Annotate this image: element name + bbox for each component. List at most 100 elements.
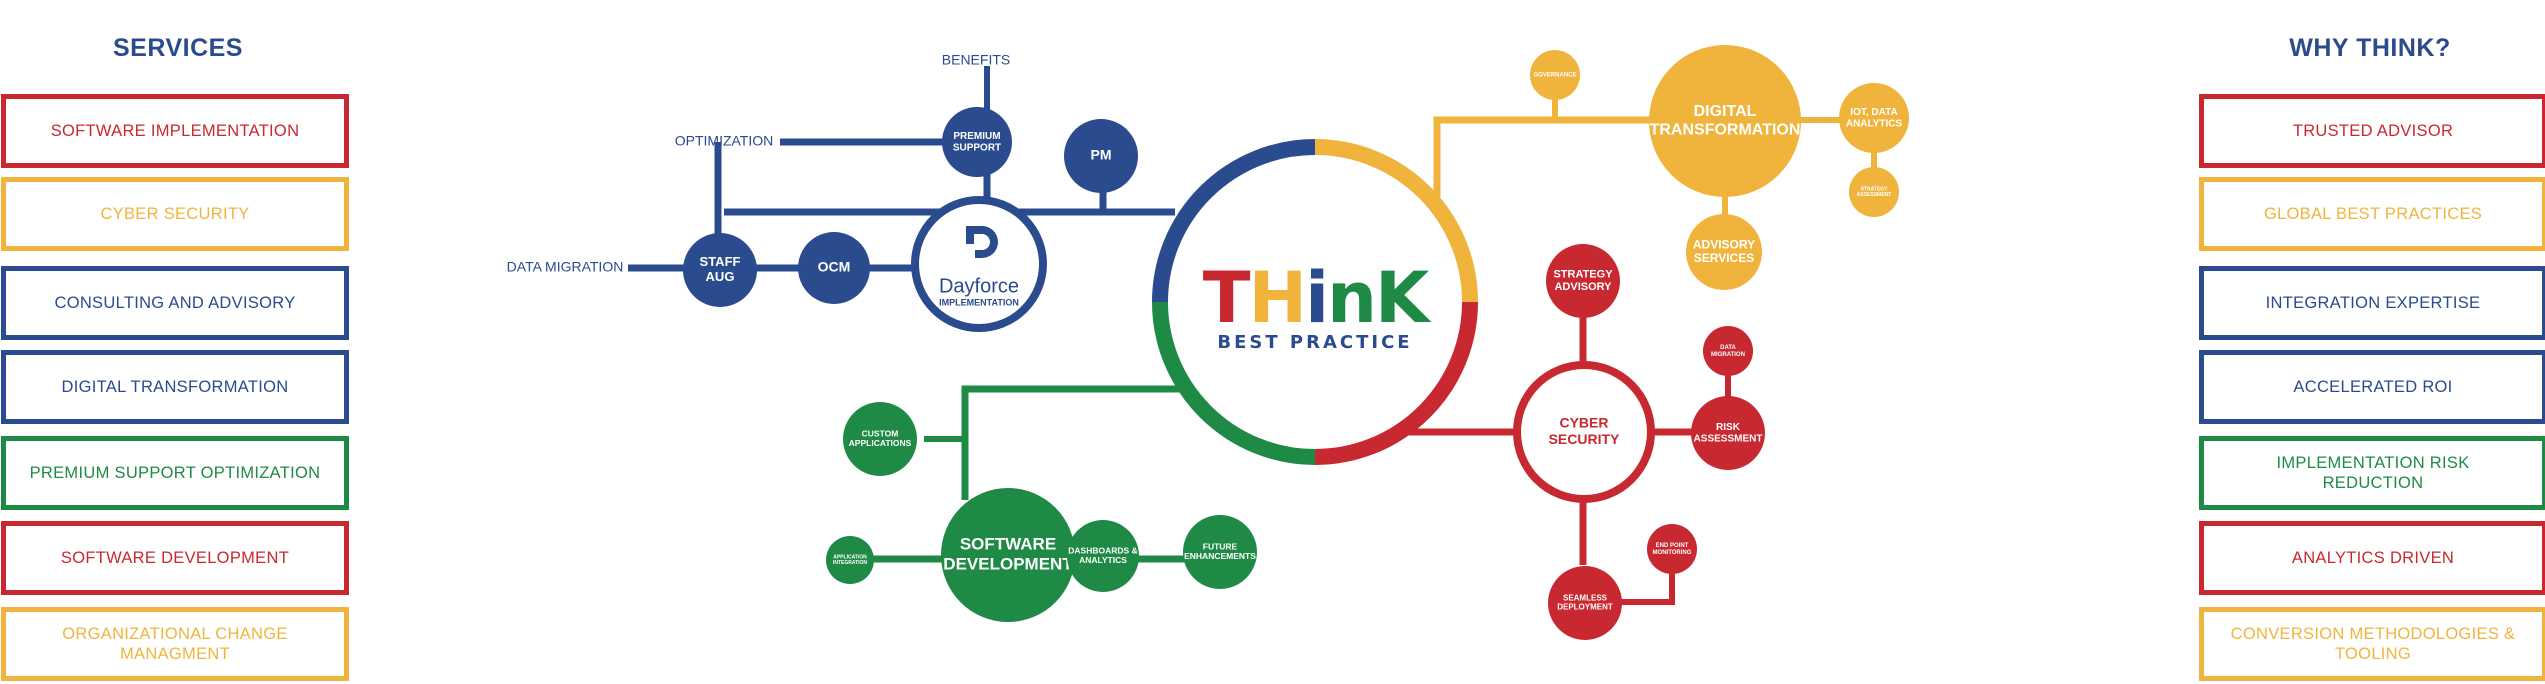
ocm-node [798,232,870,304]
service-box: SOFTWARE IMPLEMENTATION [1,94,349,168]
staff-aug-node-label: STAFF [700,254,741,269]
digital-transformation-node [1649,45,1801,197]
iot-analytics-node-label: ANALYTICS [1846,118,1903,129]
digital-transformation-node-label: TRANSFORMATION [1650,121,1801,138]
digital-transformation-node-label: DIGITAL [1694,103,1757,120]
service-box: CYBER SECURITY [1,177,349,251]
why-think-label: CONVERSION METHODOLOGIES & TOOLING [2230,625,2516,663]
seamless-deployment-node-label: SEAMLESS [1563,594,1608,603]
premium-support-node-label: PREMIUM [953,131,1000,142]
logo-letter: H [1248,257,1308,339]
pm-node-label: PM [1091,147,1112,163]
premium-support-node [942,107,1012,177]
premium-support-node-label: SUPPORT [953,142,1001,153]
why-think-box: ACCELERATED ROI [2199,350,2545,424]
service-box: DIGITAL TRANSFORMATION [1,350,349,424]
software-development-node-label: SOFTWARE [960,535,1056,554]
cyber-security-node [1513,361,1655,503]
optimization-label: OPTIMIZATION [675,133,774,149]
data-migration-label: DATA MIGRATION [507,259,624,275]
logo-letter: T [1202,257,1251,339]
software-development-node [941,488,1075,622]
end-point-monitoring-node-label: END POINT [1656,543,1689,549]
why-think-label: GLOBAL BEST PRACTICES [2263,205,2483,223]
risk-assessment-node [1691,396,1765,470]
service-box: SOFTWARE DEVELOPMENT [1,521,349,595]
ring-arc-green [1152,301,1316,465]
service-label: DIGITAL TRANSFORMATION [61,378,289,396]
dashboards-analytics-node-label: DASHBOARDS & [1068,545,1137,555]
advisory-services-node-label: SERVICES [1694,251,1754,265]
risk-assessment-node-label: ASSESSMENT [1694,433,1763,444]
risk-assessment-node-label: RISK [1716,422,1741,433]
end-point-monitoring-node [1647,524,1697,574]
dashboards-analytics-node [1067,520,1139,592]
staff-aug-node [683,233,757,307]
future-enhancements-node-label: FUTURE [1203,541,1238,551]
strategy-advisory-node-label: STRATEGY [1553,269,1613,281]
application-integration-node-label: APPLICATION [833,554,867,560]
why-think-box: IMPLEMENTATION RISK REDUCTION [2199,436,2545,510]
strategy-advisory-node-label: ADVISORY [1554,281,1612,293]
data-migration-red-node-label: DATA [1720,345,1736,351]
cyber-security-node-label: SECURITY [1549,431,1620,447]
custom-applications-node-label: APPLICATIONS [849,438,912,448]
iot-analytics-node [1839,83,1909,153]
why-think-label: ACCELERATED ROI [2293,378,2453,396]
strategy-assessment-node-label: ASSESSMENT [1857,192,1891,198]
why-think-box: GLOBAL BEST PRACTICES [2199,177,2545,251]
why-think-box: CONVERSION METHODOLOGIES & TOOLING [2199,607,2545,681]
ring-arc-red [1314,301,1478,465]
custom-applications-node-label: CUSTOM [862,428,899,438]
cyber-security-node-label: CYBER [1559,415,1608,431]
why-think-label: INTEGRATION EXPERTISE [2265,294,2481,312]
pm-node [1064,119,1138,193]
logo-letter: n [1327,257,1377,339]
logo-letter: K [1374,257,1429,339]
why-think-box: ANALYTICS DRIVEN [2199,521,2545,595]
dayforce-logo-icon [966,226,998,258]
strategy-assessment-node-label: STRATEGY [1861,186,1889,192]
ocm-node-label: OCM [818,259,851,275]
application-integration-node-label: INTEGRATION [833,560,867,566]
service-box: ORGANIZATIONAL CHANGE MANAGMENT [1,607,349,681]
service-label: ORGANIZATIONAL CHANGE MANAGMENT [62,625,288,663]
center-ring [1152,139,1478,465]
connector-digital [1433,116,1725,197]
why-think-title: WHY THINK? [2289,34,2451,62]
service-box: CONSULTING AND ADVISORY [1,266,349,340]
seamless-deployment-node [1548,566,1622,640]
advisory-services-node-label: ADVISORY [1693,237,1755,251]
service-label: PREMIUM SUPPORT OPTIMIZATION [29,464,321,482]
why-think-label: TRUSTED ADVISOR [2292,122,2454,140]
ring-arc-yellow [1314,139,1478,303]
dayforce-sub-label: IMPLEMENTATION [939,297,1019,307]
future-enhancements-node [1183,515,1257,589]
services-title: SERVICES [113,34,243,62]
governance-node [1530,50,1580,100]
why-think-label: IMPLEMENTATION RISK REDUCTION [2276,454,2470,492]
why-think-label: ANALYTICS DRIVEN [2291,549,2455,567]
future-enhancements-node-label: ENHANCEMENTS [1184,551,1256,561]
service-label: SOFTWARE IMPLEMENTATION [50,122,300,140]
dashboards-analytics-node-label: ANALYTICS [1079,555,1127,565]
seamless-deployment-node-label: DEPLOYMENT [1557,603,1613,612]
dayforce-label: Dayforce [939,275,1019,297]
strategy-advisory-node [1546,244,1620,318]
custom-applications-node [843,402,917,476]
benefits-label: BENEFITS [942,52,1010,68]
advisory-services-node [1686,214,1762,290]
why-think-box: TRUSTED ADVISOR [2199,94,2545,168]
service-box: PREMIUM SUPPORT OPTIMIZATION [1,436,349,510]
end-point-monitoring-node-label: MONITORING [1653,550,1692,556]
service-label: CYBER SECURITY [100,205,250,223]
connector-software [961,385,1180,500]
strategy-assessment-node [1849,167,1899,217]
ring-arc-blue [1152,139,1316,303]
logo-tagline: BEST PRACTICE [1217,332,1413,353]
service-label: SOFTWARE DEVELOPMENT [60,549,290,567]
